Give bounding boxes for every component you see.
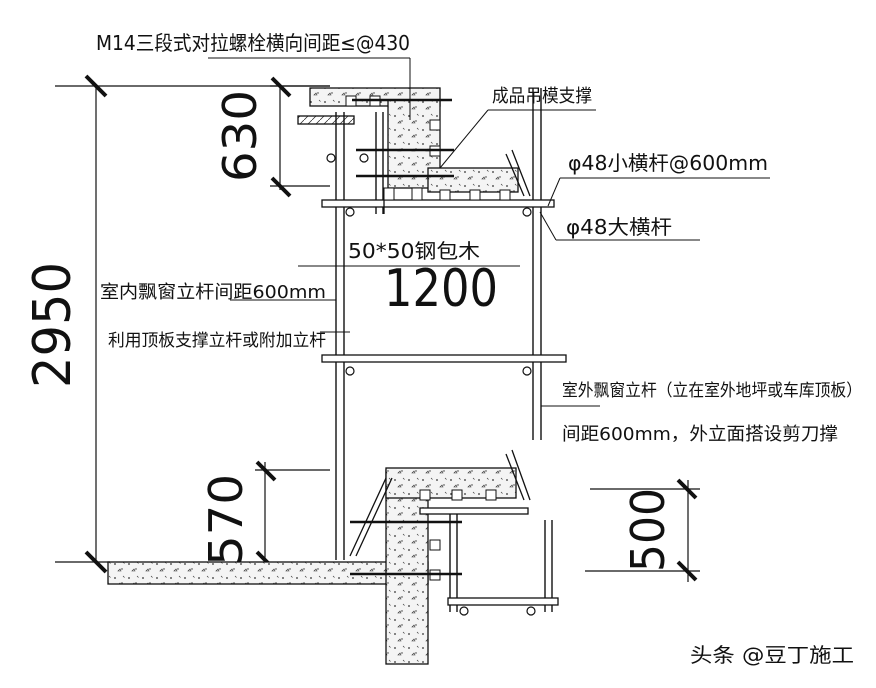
roof-support-label: 利用顶板支撑立杆或附加立杆 — [108, 331, 326, 351]
dim-570-label: 570 — [199, 474, 253, 566]
outer-pole-label-line2: 间距600mm，外立面搭设剪刀撑 — [562, 424, 838, 445]
floor-slab — [107, 467, 517, 665]
dim-1200-label: 1200 — [384, 259, 498, 319]
tie-bolts — [350, 98, 462, 576]
dimension-570 — [255, 460, 330, 572]
dimension-630 — [270, 76, 330, 198]
scaffold-poles — [335, 88, 553, 612]
small-bar-label: φ48小横杆@600mm — [568, 151, 768, 175]
timber-studs — [345, 95, 511, 581]
outer-pole-label-line1: 室外飘窗立杆（立在室外地坪或车库顶板） — [562, 381, 862, 401]
scaffold-bars — [321, 199, 567, 606]
dim-2950-label: 2950 — [23, 262, 83, 388]
dim-630-label: 630 — [213, 90, 267, 182]
dimension-500 — [585, 478, 700, 582]
leader-lines — [208, 57, 770, 407]
bar-joints — [326, 153, 536, 616]
hanging-support-label: 成品吊模支撑 — [492, 86, 592, 107]
bolt-note-label: M14三段式对拉螺栓横向间距≤@430 — [96, 31, 410, 55]
big-bar-label: φ48大横杆 — [566, 215, 672, 239]
watermark: 头条 @豆丁施工 — [690, 643, 854, 667]
timber-label: 50*50钢包木 — [348, 239, 480, 263]
formwork-braces — [349, 149, 531, 557]
dimension-2950 — [55, 74, 330, 574]
inner-pole-label: 室内飘窗立杆间距600mm — [100, 282, 326, 303]
dim-500-label: 500 — [621, 488, 675, 572]
